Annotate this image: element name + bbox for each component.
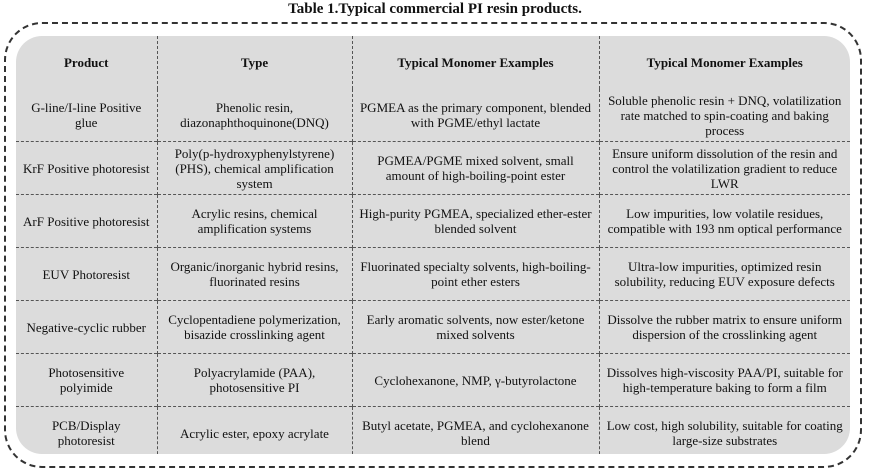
cell-product: Negative-cyclic rubber <box>16 300 157 354</box>
header-row: Product Type Typical Monomer Examples Ty… <box>16 36 850 89</box>
header-monomer-examples: Typical Monomer Examples <box>351 36 599 89</box>
cell-monomer: PGMEA/PGME mixed solvent, small amount o… <box>351 141 599 195</box>
table-row: ArF Positive photoresist Acrylic resins,… <box>16 194 850 248</box>
cell-product: PCB/Display photoresist <box>16 406 157 454</box>
cell-product: ArF Positive photoresist <box>16 194 157 248</box>
cell-type: Organic/inorganic hybrid resins, fluorin… <box>156 247 352 301</box>
cell-monomer: Fluorinated specialty solvents, high-boi… <box>351 247 599 301</box>
cell-type: Phenolic resin, diazonaphthoquinone(DNQ) <box>156 89 352 142</box>
header-monomer-examples-2: Typical Monomer Examples <box>598 36 850 89</box>
cell-type: Acrylic ester, epoxy acrylate <box>156 406 352 454</box>
cell-type: Acrylic resins, chemical amplification s… <box>156 194 352 248</box>
table-row: KrF Positive photoresist Poly(p-hydroxyp… <box>16 141 850 195</box>
header-type: Type <box>156 36 352 89</box>
cell-notes: Low cost, high solubility, suitable for … <box>598 406 850 454</box>
cell-type: Polyacrylamide (PAA), photosensitive PI <box>156 353 352 407</box>
cell-monomer: High-purity PGMEA, specialized ether-est… <box>351 194 599 248</box>
table-row: Negative-cyclic rubber Cyclopentadiene p… <box>16 300 850 354</box>
cell-notes: Ensure uniform dissolution of the resin … <box>598 141 850 195</box>
table-container: Product Type Typical Monomer Examples Ty… <box>16 36 850 454</box>
resin-products-table: Product Type Typical Monomer Examples Ty… <box>16 36 850 454</box>
table-row: Photosensitive polyimide Polyacrylamide … <box>16 353 850 407</box>
table-row: PCB/Display photoresist Acrylic ester, e… <box>16 406 850 454</box>
table-row: EUV Photoresist Organic/inorganic hybrid… <box>16 247 850 301</box>
cell-product: Photosensitive polyimide <box>16 353 157 407</box>
table-caption: Table 1.Typical commercial PI resin prod… <box>288 1 582 17</box>
cell-notes: Ultra-low impurities, optimized resin so… <box>598 247 850 301</box>
table-row: G-line/I-line Positive glue Phenolic res… <box>16 89 850 142</box>
cell-monomer: Cyclohexanone, NMP, γ-butyrolactone <box>351 353 599 407</box>
cell-type: Poly(p-hydroxyphenylstyrene) (PHS), chem… <box>156 141 352 195</box>
cell-monomer: Early aromatic solvents, now ester/keton… <box>351 300 599 354</box>
cell-notes: Soluble phenolic resin + DNQ, volatiliza… <box>598 89 850 142</box>
cell-type: Cyclopentadiene polymerization, bisazide… <box>156 300 352 354</box>
cell-product: EUV Photoresist <box>16 247 157 301</box>
cell-notes: Dissolve the rubber matrix to ensure uni… <box>598 300 850 354</box>
cell-product: G-line/I-line Positive glue <box>31 100 142 130</box>
cell-notes: Dissolves high-viscosity PAA/PI, suitabl… <box>598 353 850 407</box>
cell-notes: Low impurities, low volatile residues, c… <box>598 194 850 248</box>
cell-monomer: PGMEA as the primary component, blended … <box>351 89 599 142</box>
cell-product: KrF Positive photoresist <box>16 141 157 195</box>
dashed-frame <box>4 22 862 468</box>
cell-monomer: Butyl acetate, PGMEA, and cyclohexanone … <box>351 406 599 454</box>
header-product: Product <box>63 55 109 70</box>
